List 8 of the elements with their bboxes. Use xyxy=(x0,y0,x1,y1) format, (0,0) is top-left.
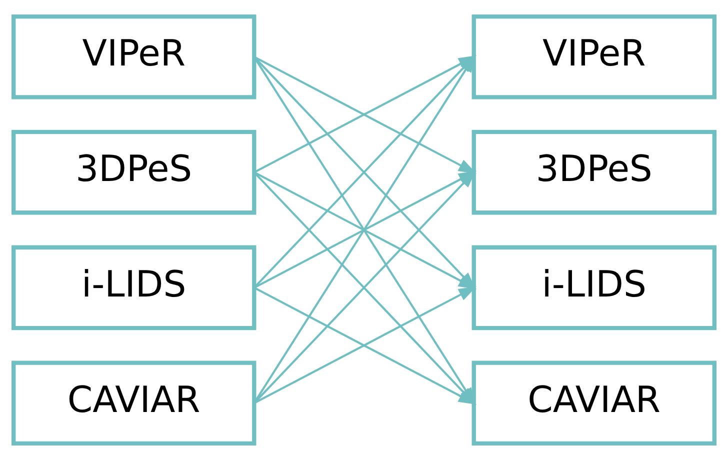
node-box: 3DPeS xyxy=(12,130,256,215)
node-box: i-LIDS xyxy=(472,245,716,330)
node-box: VIPeR xyxy=(472,14,716,100)
node-box: 3DPeS xyxy=(472,130,716,215)
node-box: CAVIAR xyxy=(472,360,716,446)
node-box: i-LIDS xyxy=(12,245,256,330)
node-box: CAVIAR xyxy=(12,360,256,446)
node-box: VIPeR xyxy=(12,14,256,100)
